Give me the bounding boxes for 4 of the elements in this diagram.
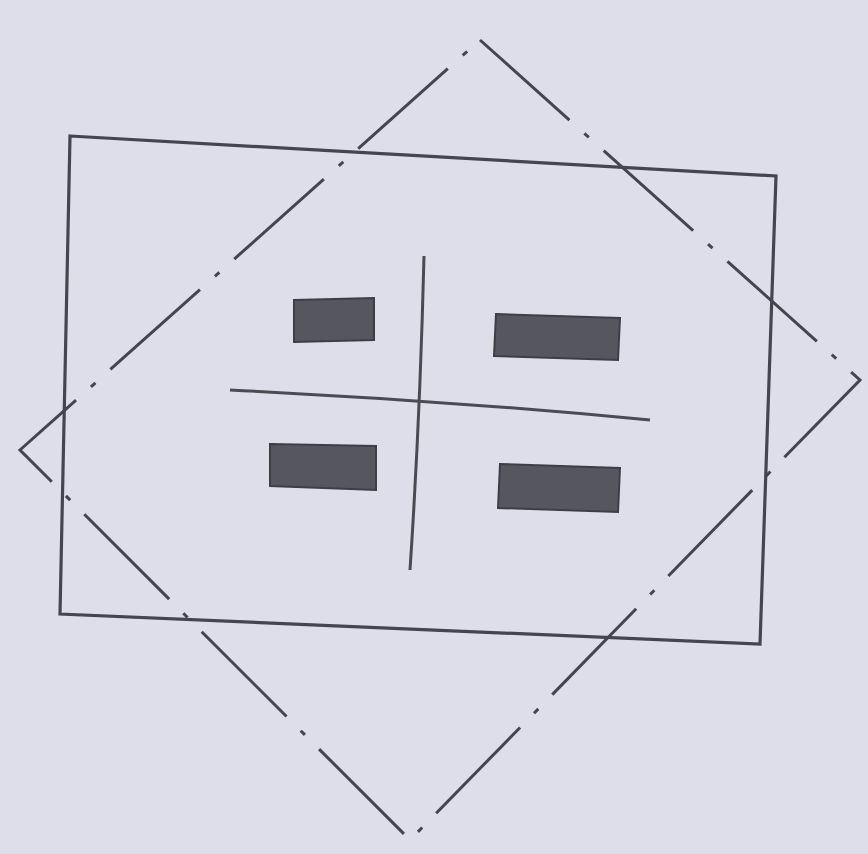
shaded-bar xyxy=(496,462,622,514)
shaded-bar xyxy=(269,443,377,492)
shaded-bar xyxy=(492,312,622,362)
shaded-bar xyxy=(293,296,375,344)
